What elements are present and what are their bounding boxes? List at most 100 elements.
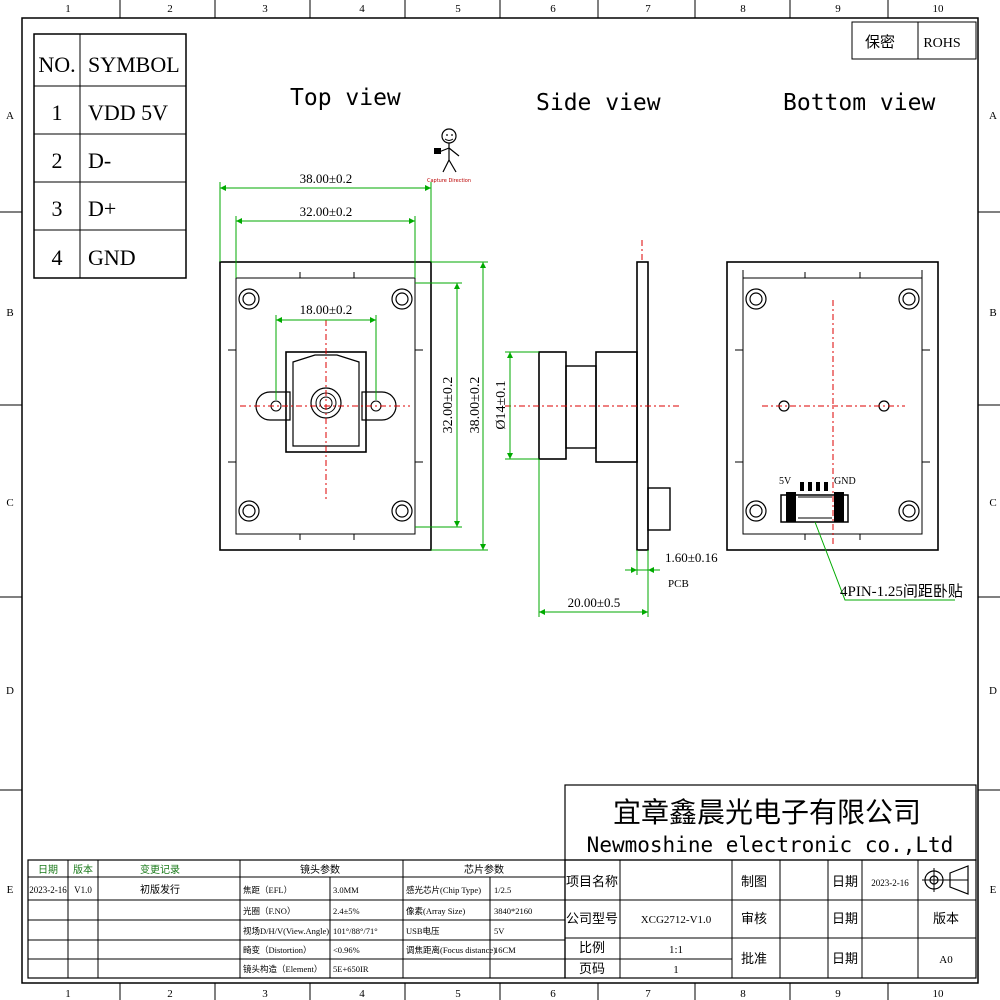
dim-pcb-label: PCB [668,578,689,590]
col-label: 4 [359,988,365,1000]
pin-number: 3 [52,196,63,221]
rev-header-date: 日期 [38,864,58,876]
lens-param-value: <0.96% [333,945,360,955]
col-label: 1 [65,988,71,1000]
chip-param-label: USB电压 [406,926,440,936]
page-label: 页码 [579,961,605,976]
confidential-table: 保密 ROHS [851,21,977,60]
rev-version: V1.0 [74,885,92,895]
col-label: 8 [740,3,746,15]
model-label: 公司型号 [566,911,618,926]
capture-direction-icon: Capture Direction [427,128,471,184]
pin-table-header-no: NO. [38,52,75,77]
connector-gnd-label: GND [834,476,856,487]
chip-param-value: 16CM [494,945,516,955]
lens-param-value: 101°/88°/71° [333,926,378,936]
scale-value: 1:1 [669,944,683,956]
lens-param-label: 镜头构造（Element） [243,964,322,974]
dim-lens-diameter: Ø14±0.1 [494,380,509,429]
review-date-label: 日期 [832,911,858,926]
lens-param-label: 视场D/H/V(View.Angle) [243,926,329,936]
lens-params-header: 镜头参数 [300,863,340,876]
dim-top-inner-width: 32.00±0.2 [300,204,353,219]
edition-label: 版本 [933,911,959,926]
row-label: B [989,307,996,319]
lens-param-value: 2.4±5% [333,906,360,916]
projection-symbol-icon [922,865,969,895]
col-label: 5 [455,988,461,1000]
review-label: 审核 [741,911,767,926]
approve-date-label: 日期 [832,951,858,966]
pin-number: 1 [52,100,63,125]
col-label: 2 [167,988,173,1000]
pin-table-header-symbol: SYMBOL [88,52,180,77]
rev-change: 初版发行 [140,883,180,896]
chip-param-value: 1/2.5 [494,885,511,895]
col-label: 10 [933,3,945,15]
row-label: C [6,497,13,509]
row-label: C [989,497,996,509]
col-label: 9 [835,3,841,15]
confidential-label: 保密 [865,34,895,51]
lens-param-label: 焦距（EFL） [243,885,292,895]
row-label: E [990,884,997,896]
rev-header-change: 变更记录 [140,863,180,876]
col-label: 1 [65,3,71,15]
usb-connector: 5V GND [779,476,856,523]
top-view-title: Top view [290,85,401,111]
pin-number: 2 [52,148,63,173]
row-label: A [6,110,14,122]
col-label: 7 [645,988,651,1000]
page-value: 1 [673,964,679,976]
side-view [505,240,680,551]
pin-symbol: VDD 5V [88,100,168,125]
company-name-en: Newmoshine electronic co.,Ltd [587,833,954,857]
dim-top-outer-height: 38.00±0.2 [468,377,483,434]
row-label: E [7,884,14,896]
chip-param-value: 3840*2160 [494,906,532,916]
col-label: 7 [645,3,651,15]
company-block: 宜章鑫晨光电子有限公司 Newmoshine electronic co.,Lt… [564,784,977,861]
pin-number: 4 [52,245,63,270]
rev-header-version: 版本 [73,863,93,876]
col-label: 8 [740,988,746,1000]
dim-lens-width: 18.00±0.2 [300,302,353,317]
col-label: 10 [933,988,945,1000]
chip-param-label: 调焦距离(Focus distance) [406,945,496,955]
col-label: 3 [262,3,268,15]
company-name-cn: 宜章鑫晨光电子有限公司 [613,797,921,829]
dim-pcb-thickness: 1.60±0.16 [665,550,718,565]
date-label: 日期 [832,874,858,889]
drawn-label: 制图 [741,874,767,889]
row-label: D [989,685,997,697]
bottom-view: 5V GND 4PIN-1.25间距卧贴 [726,261,963,601]
chip-param-label: 感光芯片(Chip Type) [406,885,481,895]
edition-value: A0 [939,954,953,966]
dim-side-depth: 20.00±0.5 [568,595,621,610]
dim-top-inner-height: 32.00±0.2 [441,377,456,434]
row-label: D [6,685,14,697]
lens-param-value: 3.0MM [333,885,359,895]
side-view-title: Side view [536,90,661,116]
date-value: 2023-2-16 [871,878,909,888]
lens-param-value: 5E+650IR [333,964,369,974]
dim-top-outer-width: 38.00±0.2 [300,171,353,186]
pin-symbol: D+ [88,196,116,221]
rev-date: 2023-2-16 [29,885,67,895]
capture-direction-caption: Capture Direction [427,178,471,184]
row-label: B [6,307,13,319]
top-view [219,261,432,551]
revision-block: 日期 版本 变更记录 镜头参数 芯片参数 2023-2-16 V1.0 初版发行… [27,859,566,979]
connector-5v-label: 5V [779,476,792,487]
lens-param-label: 畸变（Distortion） [243,945,311,955]
col-label: 4 [359,3,365,15]
row-label: A [989,110,997,122]
bottom-view-title: Bottom view [783,90,935,116]
pin-table: NO. SYMBOL 1 VDD 5V 2 D- 3 D+ 4 GND [33,33,187,279]
title-block: 项目名称 制图 日期 2023-2-16 公司型号 XCG2712-V1.0 审… [564,859,977,979]
top-view-dimensions: 38.00±0.2 32.00±0.2 18.00±0.2 32.00±0.2 … [219,171,488,551]
chip-params-header: 芯片参数 [464,863,504,876]
side-view-dimensions: Ø14±0.1 1.60±0.16 PCB 20.00±0.5 [494,351,718,617]
